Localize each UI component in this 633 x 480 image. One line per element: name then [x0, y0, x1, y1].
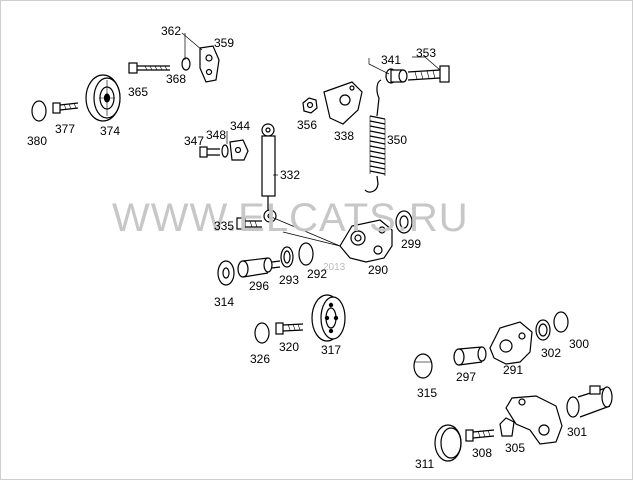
part-291-tensioner-arm[interactable]: [489, 321, 533, 365]
part-326-cap[interactable]: [254, 322, 270, 344]
part-292-ring[interactable]: [298, 242, 314, 266]
part-296-pin[interactable]: [237, 257, 281, 278]
callout-348[interactable]: 348: [206, 128, 226, 142]
part-341-bushing[interactable]: [385, 68, 408, 84]
callout-297[interactable]: 297: [456, 370, 476, 384]
part-300-ring[interactable]: [553, 311, 569, 333]
callout-368[interactable]: 368: [166, 72, 186, 86]
callout-326[interactable]: 326: [250, 352, 270, 366]
part-348-washer[interactable]: [221, 144, 229, 158]
part-317-pulley[interactable]: [311, 294, 346, 342]
part-356-nut[interactable]: [302, 97, 318, 114]
callout-362[interactable]: 362: [161, 24, 181, 38]
part-377-bolt[interactable]: [52, 102, 79, 114]
callout-299[interactable]: 299: [401, 237, 421, 251]
part-332-damper[interactable]: [261, 123, 277, 223]
callout-302[interactable]: 302: [541, 346, 561, 360]
callout-300[interactable]: 300: [569, 337, 589, 351]
callout-356[interactable]: 356: [297, 118, 317, 132]
part-315-cap[interactable]: [413, 353, 433, 379]
part-301-shaft[interactable]: [566, 385, 613, 418]
callout-377[interactable]: 377: [55, 122, 75, 136]
part-290-tensioner-arm[interactable]: [339, 219, 393, 263]
part-347-bolt[interactable]: [199, 146, 220, 158]
part-344-bracket[interactable]: [229, 139, 249, 161]
part-380-cap[interactable]: [31, 100, 47, 122]
part-314-cap[interactable]: [217, 260, 235, 286]
leader-lines: [181, 32, 441, 247]
callout-350[interactable]: 350: [387, 133, 407, 147]
watermark-date: 2013: [323, 262, 346, 273]
part-338-bracket[interactable]: [323, 81, 363, 125]
part-368-washer[interactable]: [181, 57, 191, 71]
callout-315[interactable]: 315: [417, 386, 437, 400]
callout-293[interactable]: 293: [279, 273, 299, 287]
part-299-ring[interactable]: [395, 210, 413, 234]
callout-365[interactable]: 365: [128, 85, 148, 99]
callout-305[interactable]: 305: [505, 441, 525, 455]
callout-353[interactable]: 353: [416, 46, 436, 60]
callout-374[interactable]: 374: [100, 124, 120, 138]
callout-301[interactable]: 301: [567, 425, 587, 439]
callout-341[interactable]: 341: [381, 53, 401, 67]
part-353-bolt[interactable]: [407, 65, 450, 83]
callout-380[interactable]: 380: [27, 134, 47, 148]
callout-332[interactable]: 332: [280, 168, 300, 182]
callout-317[interactable]: 317: [321, 343, 341, 357]
callout-296[interactable]: 296: [249, 279, 269, 293]
callout-335[interactable]: 335: [214, 219, 234, 233]
part-365-bolt[interactable]: [128, 62, 170, 74]
part-305-tensioner-body[interactable]: [499, 395, 563, 445]
callout-311[interactable]: 311: [415, 457, 434, 471]
part-302-ring[interactable]: [535, 319, 551, 341]
part-335-bolt[interactable]: [236, 217, 262, 230]
callout-291[interactable]: 291: [503, 363, 523, 377]
callout-308[interactable]: 308: [472, 446, 492, 460]
callout-359[interactable]: 359: [214, 36, 234, 50]
part-308-bolt[interactable]: [465, 429, 495, 442]
callout-314[interactable]: 314: [214, 295, 234, 309]
part-359-bracket[interactable]: [199, 45, 220, 83]
callout-320[interactable]: 320: [279, 340, 299, 354]
callout-292[interactable]: 292: [307, 267, 327, 281]
callout-338[interactable]: 338: [334, 129, 354, 143]
callout-344[interactable]: 344: [230, 119, 250, 133]
part-293-ring[interactable]: [280, 246, 294, 268]
part-311-cover[interactable]: [434, 424, 462, 462]
part-297-pin[interactable]: [453, 346, 487, 366]
callout-290[interactable]: 290: [368, 263, 388, 277]
part-320-bolt[interactable]: [275, 322, 304, 335]
part-374-pulley[interactable]: [85, 74, 121, 122]
part-350-spring[interactable]: [364, 79, 386, 193]
callout-347[interactable]: 347: [184, 134, 204, 148]
